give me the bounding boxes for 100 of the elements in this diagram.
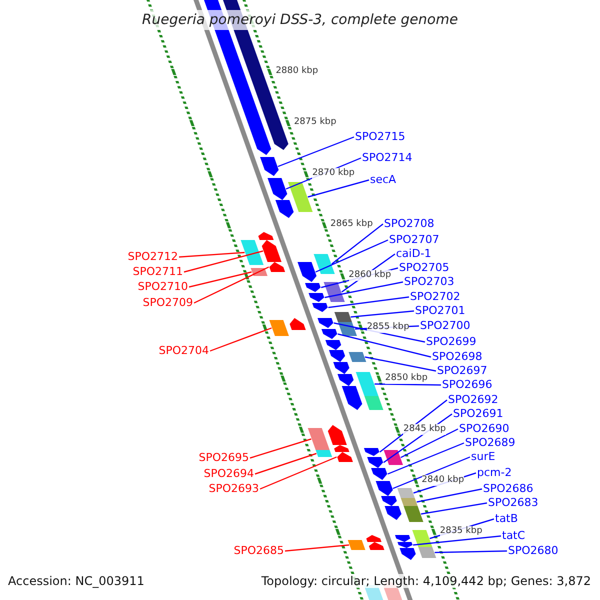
gene-block <box>308 428 330 450</box>
gene-label: SPO2685 <box>234 544 284 558</box>
scale-label: 2860 kbp <box>348 270 392 282</box>
gene-label: SPO2709 <box>142 296 193 310</box>
gene-feature <box>321 329 338 339</box>
gene-feature <box>305 283 321 292</box>
leader-line <box>400 428 458 458</box>
gene-feature <box>260 157 279 176</box>
leader-line <box>392 456 470 490</box>
gene-feature <box>384 506 402 520</box>
gene-feature <box>368 542 384 550</box>
gene-block <box>412 530 432 547</box>
scale-label: 2865 kbp <box>330 219 373 230</box>
gene-block <box>240 240 264 265</box>
leader-line <box>254 452 317 475</box>
leader-line <box>364 356 436 372</box>
leader-line <box>284 544 350 552</box>
gene-feature <box>308 293 324 302</box>
gene-label: SPO2697 <box>437 364 488 378</box>
scale-label: 2855 kbp <box>366 322 410 332</box>
gene-block <box>324 282 345 302</box>
leader-line <box>178 252 245 258</box>
gene-block <box>404 506 424 522</box>
scale-label: 2875 kbp <box>294 117 336 128</box>
leader-line <box>331 224 384 264</box>
gene-block <box>314 254 335 274</box>
genome-info-text: Topology: circular; Length: 4,109,442 bp; Genes: 3,872 <box>261 574 591 588</box>
gene-label: SPO2694 <box>204 467 254 481</box>
gene-label: caiD-1 <box>396 247 432 261</box>
gene-feature <box>367 457 384 468</box>
gene-label: SPO2693 <box>208 482 259 496</box>
leader-line <box>184 250 264 273</box>
gene-label: tatB <box>495 512 518 526</box>
leader-line <box>250 438 312 459</box>
gene-feature <box>333 362 350 374</box>
leader-line <box>324 281 404 298</box>
leader-line <box>308 179 370 198</box>
gene-block <box>418 547 436 558</box>
gene-label: SPO2692 <box>448 393 498 407</box>
gene-label: tatC <box>502 529 526 543</box>
gene-feature <box>328 350 346 362</box>
gene-label: SPO2680 <box>508 544 558 558</box>
gene-feature <box>275 200 294 218</box>
leader-line <box>338 333 432 358</box>
scale-label: 2840 kbp <box>422 474 464 486</box>
gene-block <box>250 268 268 276</box>
gene-label: SPO2700 <box>420 319 470 333</box>
leader-line <box>328 296 410 308</box>
gene-feature <box>381 496 397 506</box>
gene-label: secA <box>370 173 396 187</box>
leader-line <box>194 266 270 304</box>
gene-feature <box>312 303 328 312</box>
gene-label: SPO2711 <box>132 265 183 279</box>
gene-label: SPO2698 <box>432 350 482 364</box>
gene-feature <box>364 448 380 456</box>
gene-label: SPO2712 <box>128 250 178 264</box>
gene-label: SPO2691 <box>453 407 504 421</box>
gene-block <box>338 322 357 336</box>
gene-block <box>356 372 378 396</box>
gene-label: SPO2699 <box>426 335 476 349</box>
gene-label: SPO2705 <box>399 261 450 275</box>
gene-label: surE <box>471 450 496 464</box>
gene-label: SPO2707 <box>389 233 440 247</box>
leader-line <box>434 550 508 554</box>
gene-label: SPO2715 <box>355 130 406 144</box>
scale-label: 2870 kbp <box>312 168 355 180</box>
scale-label: 2845 kbp <box>403 424 446 435</box>
gene-feature <box>376 481 393 496</box>
gene-feature <box>258 232 274 240</box>
gene-block <box>334 312 352 322</box>
gene-block <box>288 182 313 212</box>
leader-line <box>413 535 502 546</box>
accession-text: Accession: NC_003911 <box>8 574 144 588</box>
leader-line <box>388 442 464 475</box>
gene-label: SPO2704 <box>158 344 209 358</box>
gene-feature <box>337 452 353 462</box>
gene-label: pcm-2 <box>477 466 512 480</box>
gene-label: SPO2689 <box>465 436 516 450</box>
gene-label: SPO2708 <box>384 217 434 231</box>
gene-feature <box>269 262 286 272</box>
gene-feature <box>318 318 334 328</box>
gene-feature <box>395 535 410 542</box>
leader-line <box>416 488 482 503</box>
leader-line <box>420 502 488 515</box>
gene-label: SPO2714 <box>362 151 412 165</box>
gene-label: SPO2690 <box>459 422 510 436</box>
gene-label: SPO2710 <box>138 280 188 294</box>
gene-block <box>348 352 366 362</box>
leader-line <box>188 271 252 288</box>
gene-block <box>364 396 384 410</box>
gene-label: SPO2686 <box>483 482 534 496</box>
leader-line <box>278 136 354 168</box>
gene-feature <box>366 535 382 542</box>
leader-line <box>210 327 272 352</box>
gene-label: SPO2702 <box>410 290 460 304</box>
gene-feature <box>325 340 342 350</box>
gene-block <box>397 488 415 498</box>
scale-label: 2850 kbp <box>385 372 428 384</box>
gene-block <box>384 450 403 465</box>
gene-feature <box>290 318 306 330</box>
